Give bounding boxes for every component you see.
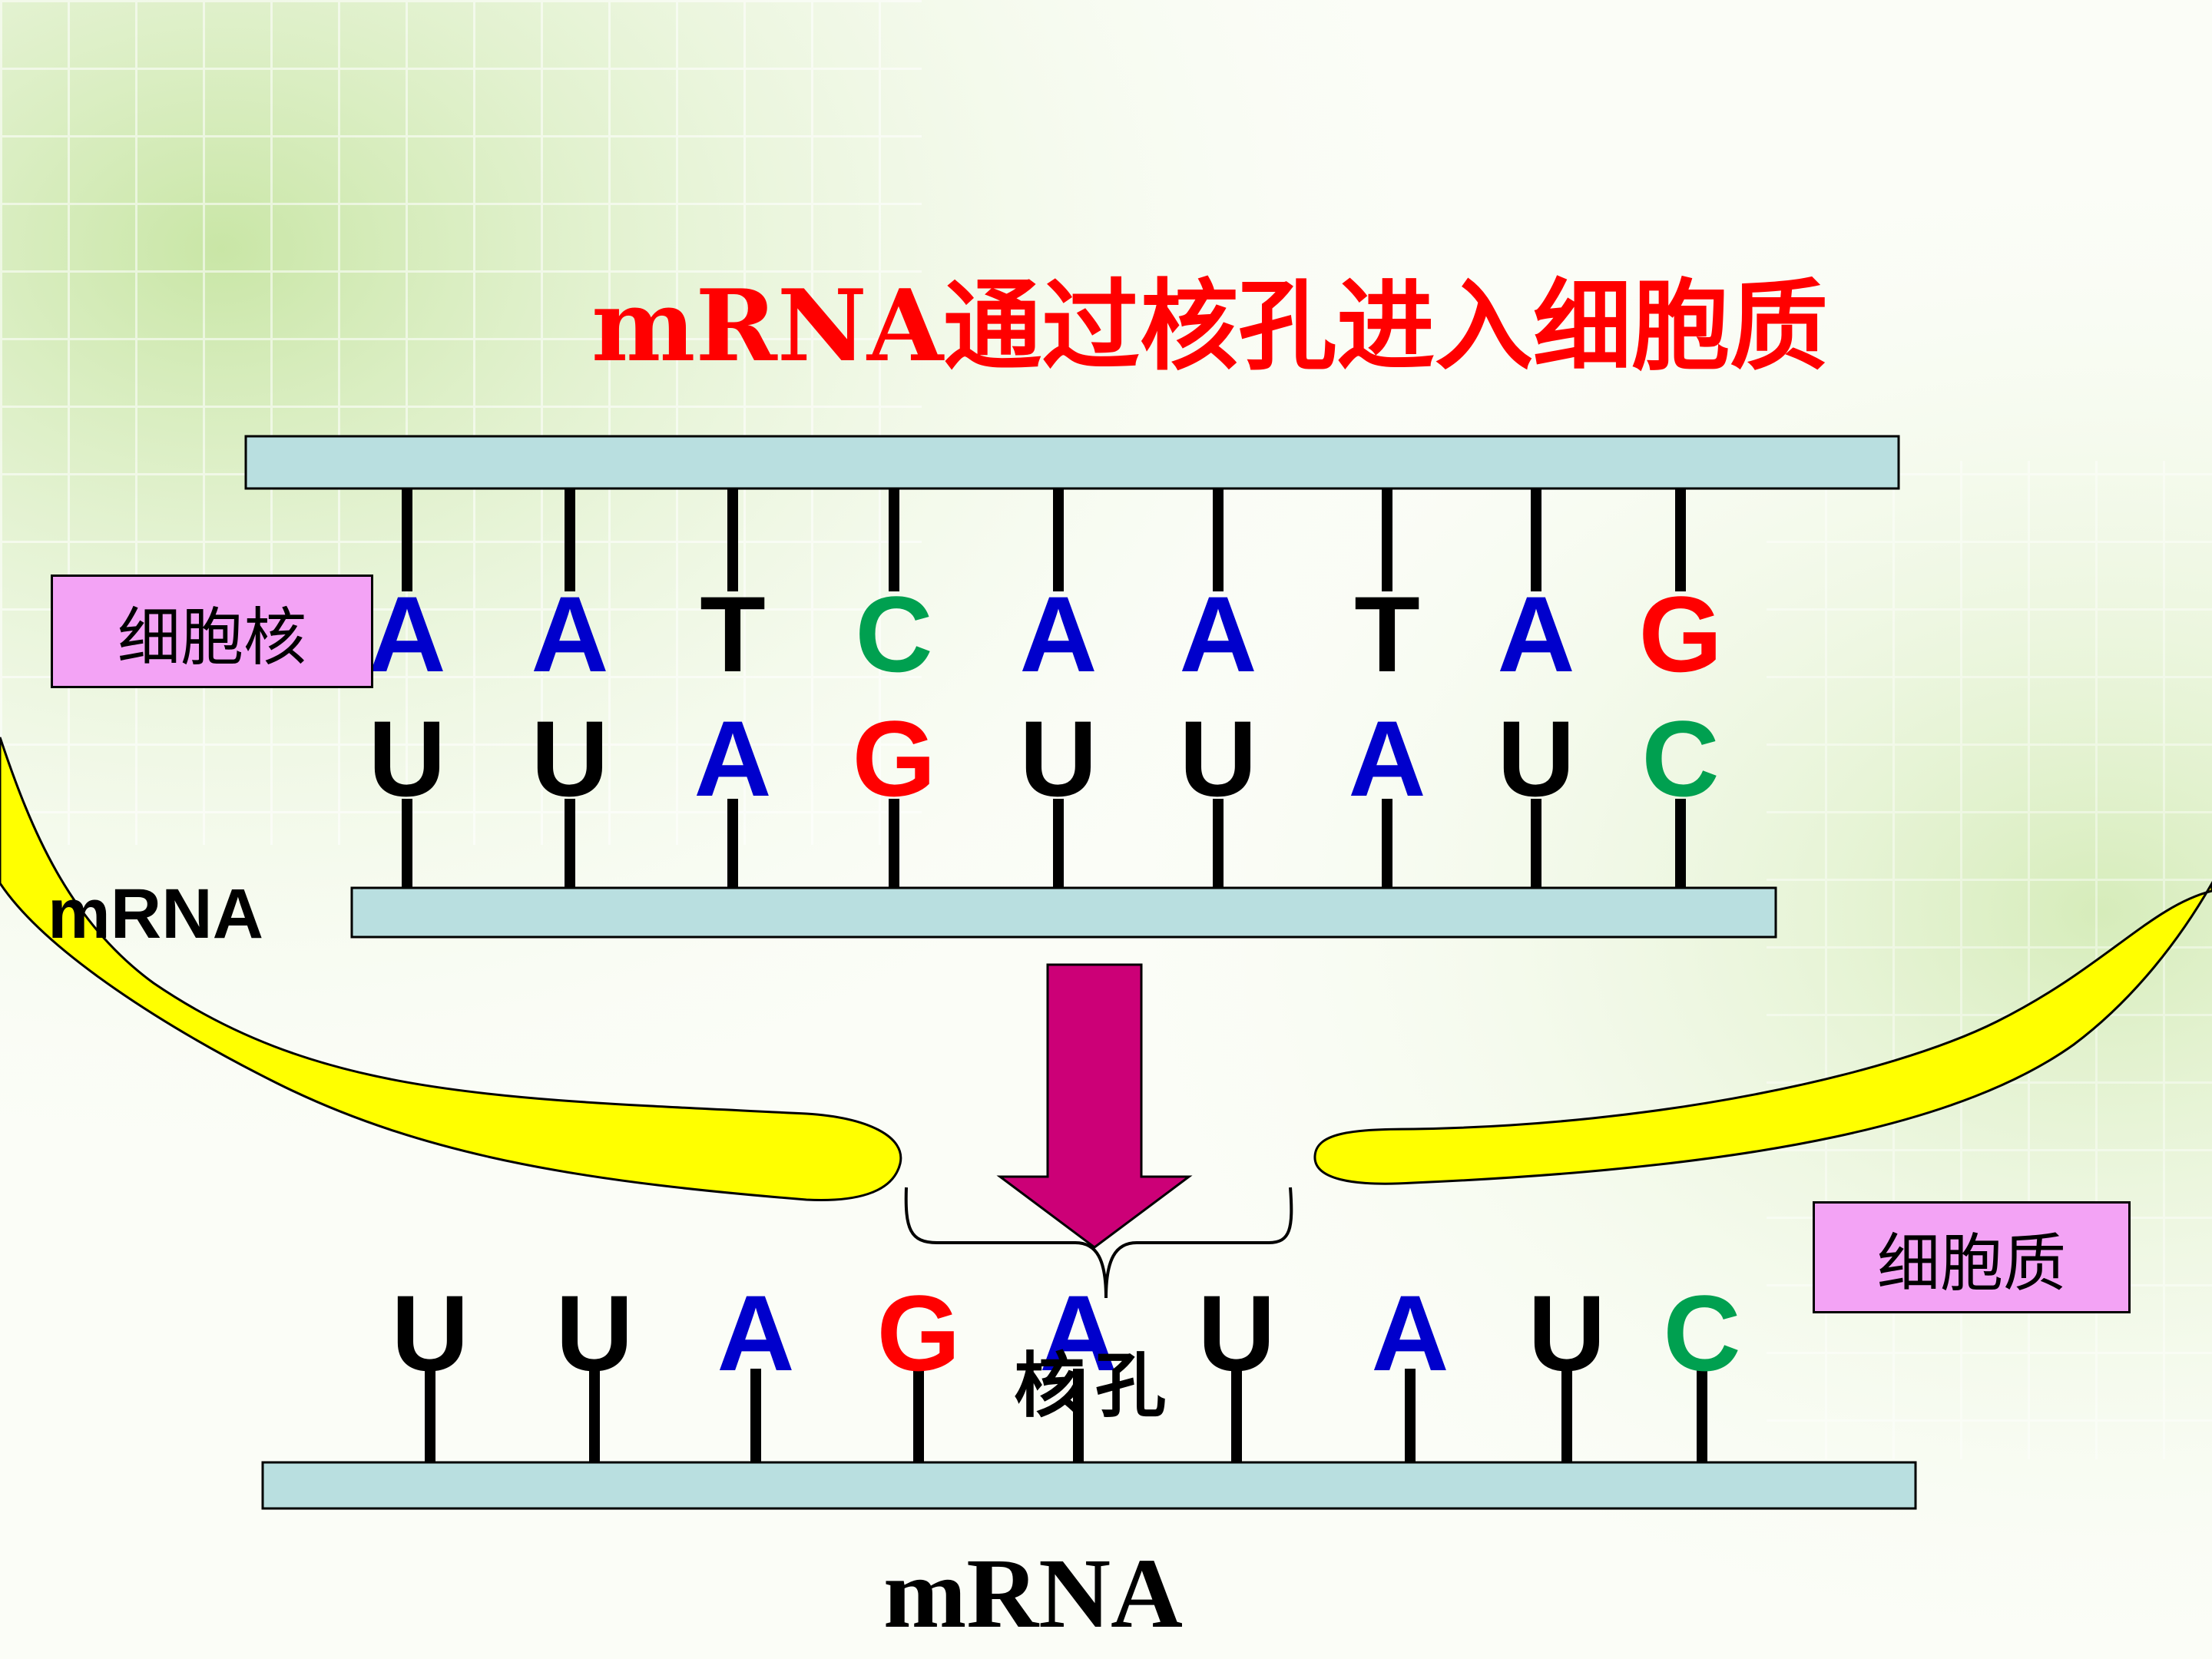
mrna-nucleus-base: U xyxy=(1497,698,1575,819)
dna-base: A xyxy=(1019,574,1098,694)
mrna-nucleus-base: U xyxy=(531,698,609,819)
mrna-cytoplasm-base: U xyxy=(1528,1273,1606,1393)
mrna-cytoplasm-base: U xyxy=(391,1273,469,1393)
mrna-cytoplasm-base: U xyxy=(555,1273,634,1393)
mrna-nucleus-base: U xyxy=(1019,698,1098,819)
dna-base: G xyxy=(1638,574,1723,694)
base-ticks xyxy=(402,488,1707,1462)
cytoplasm-label: 细胞质 xyxy=(1813,1201,2131,1313)
mrna-nucleus-base: A xyxy=(1348,698,1426,819)
nucleus-label: 细胞核 xyxy=(51,575,373,688)
dna-base: A xyxy=(368,574,446,694)
mrna-nucleus-base: U xyxy=(1179,698,1257,819)
mrna-cytoplasm-base: A xyxy=(717,1273,795,1393)
dna-base: T xyxy=(1354,574,1420,694)
mrna-cytoplasm-base: U xyxy=(1197,1273,1276,1393)
nuclear-pore-brace xyxy=(904,1187,1293,1299)
mrna-cytoplasm-base: G xyxy=(876,1273,961,1393)
mrna-nucleus-base: U xyxy=(368,698,446,819)
nuclear-membrane-right xyxy=(1313,880,2212,1185)
mrna-nucleus-base: G xyxy=(852,698,936,819)
mrna-cytoplasm-base: C xyxy=(1663,1273,1741,1393)
mrna-cytoplasm-base: A xyxy=(1371,1273,1449,1393)
nuclear-membrane-left xyxy=(0,737,902,1201)
transport-arrow xyxy=(996,963,1193,1249)
dna-base: A xyxy=(531,574,609,694)
mrna-cytoplasm-base: A xyxy=(1039,1273,1118,1393)
dna-base: A xyxy=(1179,574,1257,694)
dna-base: C xyxy=(855,574,933,694)
nuclear-pore-label: 核孔 xyxy=(1014,1344,1177,1427)
mrna-nucleus-base: A xyxy=(694,698,772,819)
mrna-strand-backbone-cytoplasm xyxy=(261,1461,1917,1510)
mrna-strand-backbone-nucleus xyxy=(350,886,1777,939)
dna-strand-backbone xyxy=(244,435,1900,490)
slide-title: mRNA通过核孔进入细胞质 xyxy=(591,269,1829,384)
mrna-nucleus-base: C xyxy=(1641,698,1720,819)
dna-base: T xyxy=(700,574,766,694)
mrna-label-nucleus: mRNA xyxy=(48,875,264,953)
dna-base: A xyxy=(1497,574,1575,694)
mrna-label-cytoplasm: mRNA xyxy=(883,1538,1183,1649)
